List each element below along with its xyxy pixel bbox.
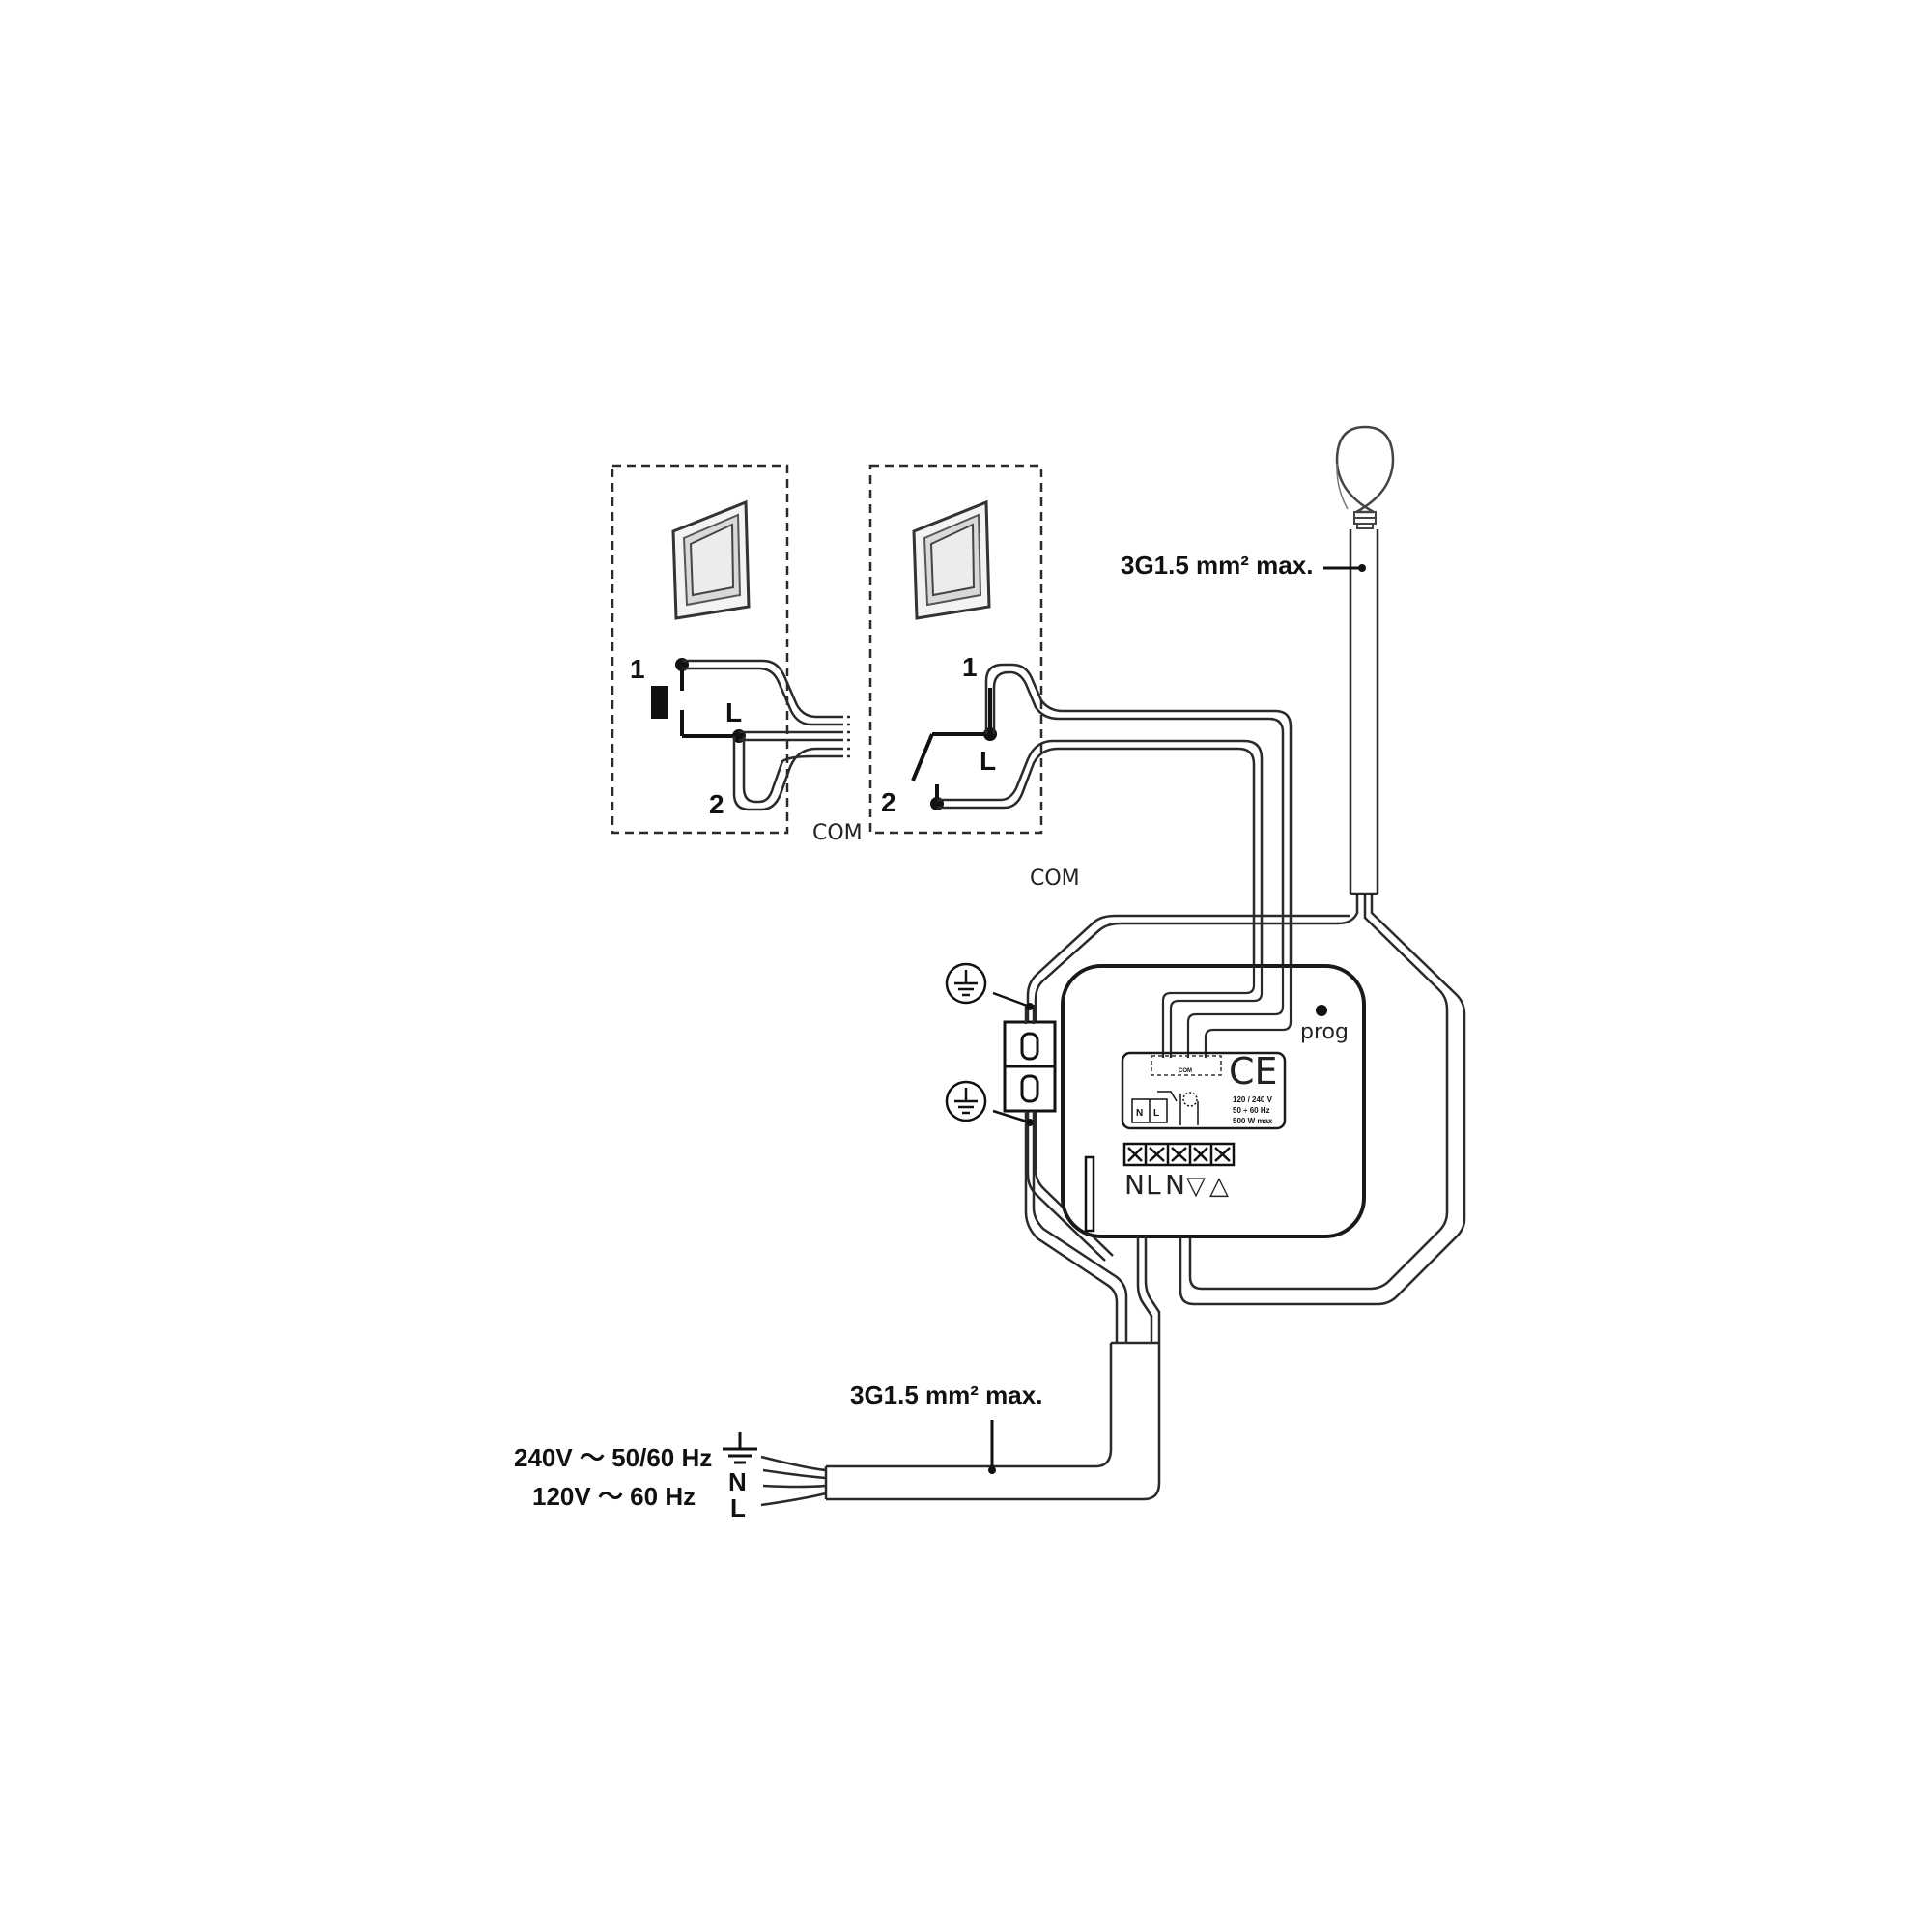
supply-cable bbox=[760, 1341, 1161, 1507]
terminal-label-1: N bbox=[1124, 1169, 1145, 1201]
ground-icon bbox=[945, 1080, 987, 1122]
ground-icon bbox=[723, 1432, 757, 1464]
wall-switch-icon bbox=[671, 499, 751, 620]
wall-switch-icon bbox=[912, 499, 991, 620]
lamp-icon bbox=[1335, 425, 1395, 529]
module-com-label: COM bbox=[1179, 1068, 1192, 1074]
module-body: prog COM CE N L 120 / 240 V 50 ÷ 60 Hz 5… bbox=[1061, 964, 1366, 1238]
lamp-cable bbox=[1026, 529, 1466, 1306]
right-terminal-l: L bbox=[980, 746, 996, 776]
left-switch-box: 1 L 2 COM bbox=[611, 464, 863, 845]
supply-wire-l: L bbox=[730, 1493, 746, 1522]
right-terminal-2: 2 bbox=[881, 787, 896, 817]
left-terminal-l: L bbox=[725, 697, 742, 727]
supply-wire-n: N bbox=[728, 1467, 747, 1496]
terminal-label-2: L bbox=[1146, 1169, 1161, 1201]
supply-voltage-120: 120V ～ 60 Hz bbox=[532, 1482, 696, 1511]
right-terminal-1: 1 bbox=[962, 652, 978, 682]
module-frequency: 50 ÷ 60 Hz bbox=[1233, 1106, 1270, 1115]
lamp-cable-label: 3G1.5 mm² max. bbox=[1121, 551, 1313, 580]
supply-voltage-240: 240V ～ 50/60 Hz bbox=[514, 1443, 712, 1472]
ground-icon bbox=[945, 962, 987, 1005]
prog-button-label[interactable]: prog bbox=[1300, 1020, 1349, 1044]
module-n-label: N bbox=[1136, 1108, 1143, 1119]
terminal-label-5: △ bbox=[1209, 1172, 1229, 1201]
terminal-label-3: N bbox=[1165, 1169, 1185, 1201]
ce-mark: CE bbox=[1229, 1050, 1278, 1093]
module-l-label: L bbox=[1153, 1108, 1159, 1119]
module-power: 500 W max bbox=[1233, 1117, 1273, 1125]
module-label-plate bbox=[1121, 1051, 1287, 1130]
left-terminal-1: 1 bbox=[630, 654, 645, 684]
ground-connector-block bbox=[1003, 1020, 1057, 1113]
left-terminal-2: 2 bbox=[709, 789, 724, 819]
left-com-label: COM bbox=[812, 821, 863, 845]
supply-cable-label: 3G1.5 mm² max. bbox=[850, 1380, 1042, 1409]
antenna bbox=[1084, 1155, 1095, 1233]
terminal-label-4: ▽ bbox=[1186, 1172, 1206, 1201]
module-voltage: 120 / 240 V bbox=[1233, 1095, 1273, 1104]
right-com-label: COM bbox=[1030, 867, 1080, 891]
right-switch-box: 1 L 2 bbox=[868, 464, 1293, 966]
terminal-block bbox=[1122, 1142, 1236, 1167]
